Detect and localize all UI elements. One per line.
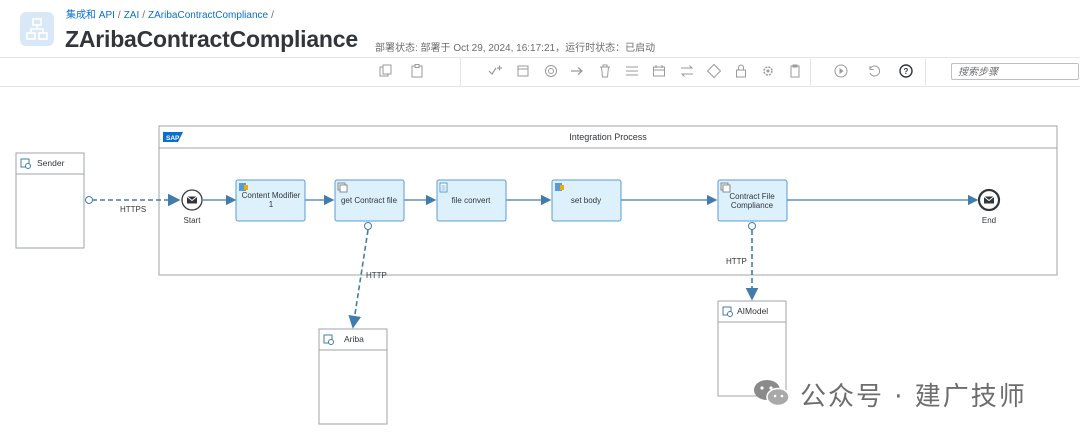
message-flow-ariba[interactable] bbox=[348, 229, 369, 329]
start-label: Start bbox=[184, 216, 202, 225]
connector-anchor bbox=[364, 222, 372, 230]
page-title: ZAribaContractCompliance bbox=[65, 26, 358, 52]
participant-icon bbox=[722, 306, 733, 317]
svg-text:?: ? bbox=[904, 67, 909, 76]
step-label: set body bbox=[571, 196, 601, 205]
breadcrumb-link-api[interactable]: 集成和 API bbox=[66, 10, 115, 21]
adapter-label-https: HTTPS bbox=[120, 205, 146, 214]
envelope-icon bbox=[186, 196, 198, 204]
arrow-right-icon[interactable] bbox=[569, 63, 585, 79]
flow-canvas: SAP Integration Process Sender Ariba AIM… bbox=[15, 125, 1058, 425]
help-icon[interactable]: ? bbox=[898, 63, 914, 79]
deployment-status: 部署状态: 部署于 Oct 29, 2024, 16:17:21，运行时状态：已… bbox=[375, 43, 656, 54]
participant-icon bbox=[323, 334, 334, 345]
delete-icon[interactable] bbox=[597, 63, 613, 79]
step-label: get Contract file bbox=[341, 196, 398, 205]
start-event[interactable]: Start bbox=[181, 189, 203, 225]
page-header: 集成和 API/ZAI/ZAribaContractCompliance/ ZA… bbox=[0, 0, 1080, 56]
swap-icon[interactable] bbox=[679, 63, 695, 79]
breadcrumb-separator: / bbox=[271, 10, 274, 21]
breadcrumb-link-flow[interactable]: ZAribaContractCompliance bbox=[148, 10, 269, 21]
add-steps-icon[interactable] bbox=[487, 63, 503, 79]
play-icon[interactable] bbox=[833, 63, 849, 79]
request-reply-icon bbox=[337, 182, 348, 193]
adapter-label-http: HTTP bbox=[726, 257, 747, 266]
undo-icon[interactable] bbox=[866, 63, 882, 79]
lock-icon[interactable] bbox=[733, 63, 749, 79]
search-steps-input[interactable]: 搜索步骤 bbox=[951, 63, 1079, 80]
editor-toolbar: ? 搜索步骤 bbox=[0, 57, 1080, 87]
pool-title: Integration Process bbox=[569, 132, 647, 142]
participant-label: AIModel bbox=[737, 306, 768, 316]
step-set-body[interactable]: set body bbox=[551, 179, 622, 222]
breadcrumb: 集成和 API/ZAI/ZAribaContractCompliance/ bbox=[66, 6, 277, 21]
settings-icon[interactable] bbox=[760, 63, 776, 79]
content-modifier-icon bbox=[239, 183, 248, 191]
paste-icon[interactable] bbox=[409, 63, 425, 79]
content-modifier-icon bbox=[555, 183, 564, 191]
connector-anchor bbox=[748, 222, 756, 230]
participant-label: Sender bbox=[37, 158, 65, 168]
participant-sender[interactable]: Sender bbox=[15, 152, 85, 249]
breadcrumb-separator: / bbox=[142, 10, 146, 21]
message-icon[interactable] bbox=[651, 63, 667, 79]
container-icon[interactable] bbox=[515, 63, 531, 79]
envelope-icon bbox=[983, 196, 995, 204]
step-get-contract-file[interactable]: get Contract file bbox=[334, 179, 405, 222]
breadcrumb-separator: / bbox=[117, 10, 121, 21]
participant-aimodel[interactable]: AIModel bbox=[717, 300, 787, 397]
breadcrumb-link-zai[interactable]: ZAI bbox=[123, 10, 140, 21]
wechat-icon bbox=[752, 378, 792, 408]
script-icon bbox=[439, 182, 448, 193]
adapter-label-http: HTTP bbox=[366, 271, 387, 280]
gateway-icon[interactable] bbox=[543, 63, 559, 79]
router-icon[interactable] bbox=[706, 63, 722, 79]
request-reply-icon bbox=[720, 182, 731, 193]
integration-flow-icon bbox=[20, 12, 54, 46]
end-label: End bbox=[982, 216, 996, 225]
participant-ariba[interactable]: Ariba bbox=[318, 328, 388, 425]
step-label: file convert bbox=[452, 196, 491, 205]
step-file-convert[interactable]: file convert bbox=[436, 179, 507, 222]
align-icon[interactable] bbox=[624, 63, 640, 79]
end-event[interactable]: End bbox=[977, 188, 1001, 225]
watermark-text: 公众号 · 建广技师 bbox=[800, 382, 1027, 412]
clipboard-icon[interactable] bbox=[787, 63, 803, 79]
connector-anchor bbox=[85, 196, 93, 204]
copy-icon[interactable] bbox=[377, 63, 393, 79]
participant-label: Ariba bbox=[344, 334, 364, 344]
sap-logo: SAP bbox=[163, 132, 183, 142]
participant-icon bbox=[20, 158, 31, 169]
svg-text:SAP: SAP bbox=[166, 135, 180, 142]
